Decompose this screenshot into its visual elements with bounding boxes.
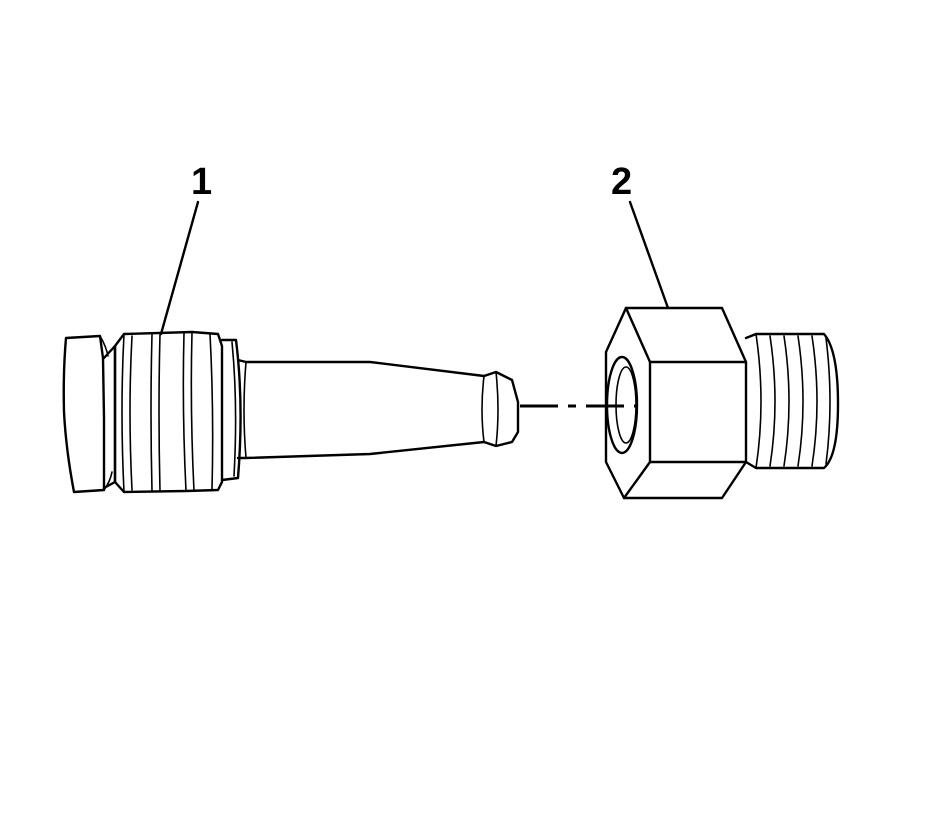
threaded-body (744, 332, 840, 470)
threaded-hex-fitting (604, 306, 840, 500)
hex-nut (604, 306, 748, 500)
bore-opening (605, 355, 639, 455)
leader-line-1 (159, 200, 200, 336)
shoulder-ring (220, 338, 242, 482)
leader-line-2 (628, 200, 670, 310)
ring-bands (113, 330, 224, 494)
barbed-stem (236, 358, 520, 460)
quick-connect-fitting (62, 330, 520, 494)
end-collar (62, 334, 113, 494)
callout-label-1: 1 (191, 161, 213, 203)
callout-label-2: 2 (611, 161, 633, 203)
